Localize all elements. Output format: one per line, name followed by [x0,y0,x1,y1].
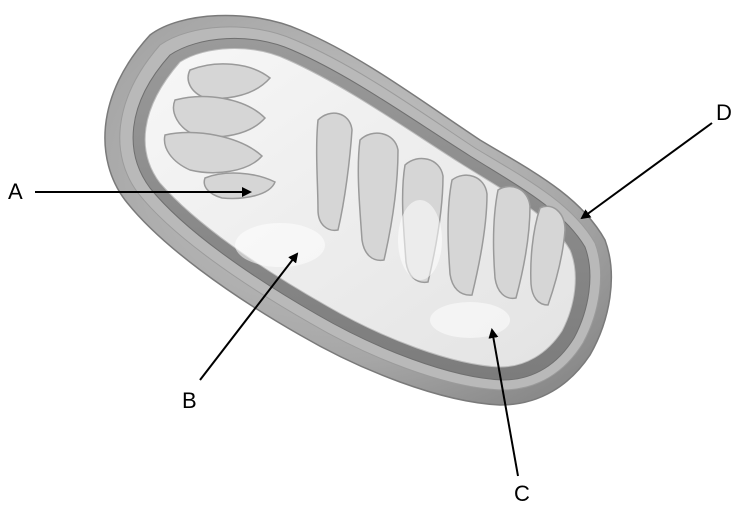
matrix-highlight-c [430,302,510,338]
label-c: C [514,483,530,505]
label-a: A [8,181,23,203]
matrix-highlight-b [235,223,325,267]
matrix-highlight-center [398,200,442,280]
label-b: B [182,390,197,412]
arrow-d [582,123,712,218]
label-d: D [716,102,732,124]
